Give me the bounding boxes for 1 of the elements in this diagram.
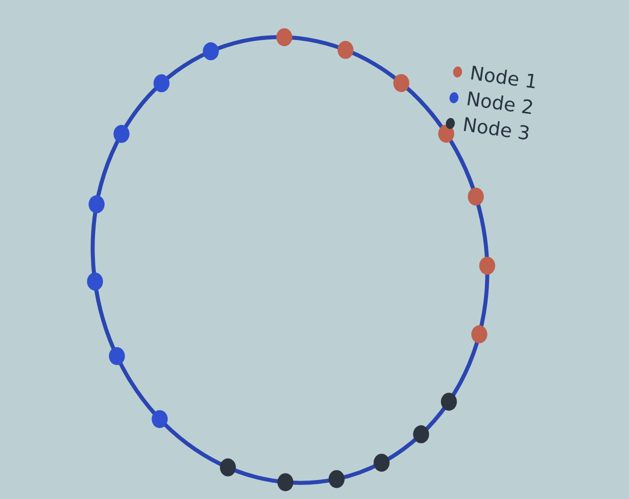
legend-label: Node 3 <box>461 114 532 146</box>
